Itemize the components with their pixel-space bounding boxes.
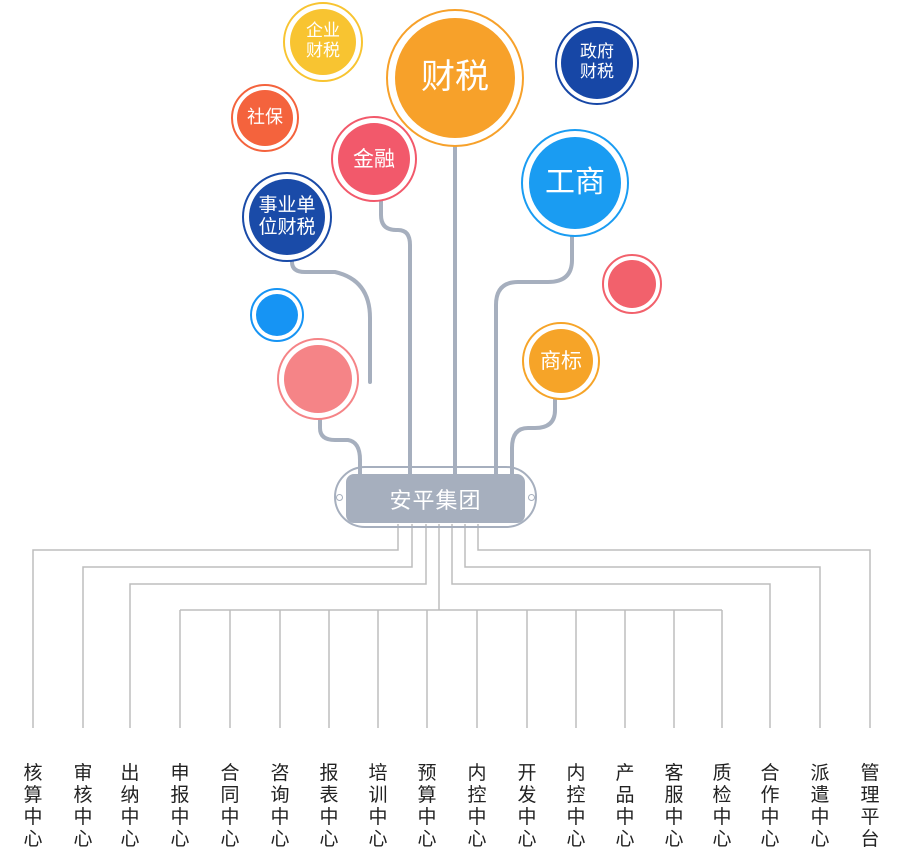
department-label[interactable]: 内控中心	[467, 762, 487, 850]
department-label[interactable]: 内控中心	[566, 762, 586, 850]
bubble-shebao[interactable]	[237, 90, 293, 146]
bubble-blank-red[interactable]	[608, 260, 656, 308]
department-label[interactable]: 申报中心	[170, 762, 190, 850]
hub-label: 安平集团	[389, 488, 482, 514]
bubble-label-zhengfu: 政府 财税	[580, 42, 614, 82]
bubble-label-jinrong: 金融	[353, 146, 395, 171]
hub-node[interactable]: 安平集团	[346, 474, 525, 523]
department-label[interactable]: 合同中心	[220, 762, 240, 850]
connector-shangbiao	[510, 393, 557, 476]
department-label[interactable]: 培训中心	[368, 762, 388, 850]
connector-blank-pink	[318, 410, 362, 476]
bubble-gongshang[interactable]	[529, 137, 621, 229]
bubble-zhengfu[interactable]	[561, 27, 633, 99]
department-label[interactable]: 咨询中心	[270, 762, 290, 850]
department-label[interactable]: 审核中心	[73, 762, 93, 850]
bubble-label-qiye: 企业 财税	[306, 21, 340, 61]
tree-branch-guanli	[477, 524, 871, 728]
hub-outline	[334, 466, 537, 528]
connector-shiye	[290, 256, 372, 384]
department-label[interactable]: 开发中心	[517, 762, 537, 850]
bubble-label-shiye: 事业单 位财税	[258, 194, 316, 238]
bubble-label-gongshang: 工商	[545, 164, 605, 200]
tree-branch-hesuan	[32, 524, 399, 728]
department-label[interactable]: 预算中心	[417, 762, 437, 850]
bubble-qiye[interactable]	[290, 9, 356, 75]
topic-bubbles	[231, 2, 662, 420]
department-label[interactable]: 质检中心	[712, 762, 732, 850]
bubble-shiye[interactable]	[249, 179, 325, 255]
bubble-label-shangbiao: 商标	[540, 348, 582, 373]
connector-jinrong	[379, 198, 412, 476]
department-label[interactable]: 产品中心	[615, 762, 635, 850]
hub-right-dot	[528, 494, 535, 501]
department-label[interactable]: 核算中心	[23, 762, 43, 850]
bubble-jinrong[interactable]	[338, 123, 410, 195]
department-label[interactable]: 派遣中心	[810, 762, 830, 850]
bubble-label-shebao: 社保	[247, 106, 283, 128]
tree-branch-hezuo	[451, 524, 771, 728]
hub-left-dot	[336, 494, 343, 501]
bubble-blank-pink[interactable]	[284, 345, 352, 413]
tree-branch-paiqian	[464, 524, 821, 728]
department-label[interactable]: 客服中心	[664, 762, 684, 850]
bubble-blank-blue[interactable]	[256, 294, 298, 336]
department-label[interactable]: 出纳中心	[120, 762, 140, 850]
connector-gongshang	[494, 228, 574, 476]
department-label[interactable]: 管理平台	[860, 762, 880, 850]
bubble-shangbiao[interactable]	[529, 329, 593, 393]
department-label[interactable]: 合作中心	[760, 762, 780, 850]
department-tree	[32, 524, 871, 728]
department-label[interactable]: 报表中心	[319, 762, 339, 850]
bubble-connectors	[290, 123, 574, 476]
bubble-label-caishui: 财税	[421, 57, 489, 98]
tree-branch-chuna	[129, 524, 427, 728]
tree-branch-shenhe	[82, 524, 413, 728]
bubble-caishui[interactable]	[395, 18, 515, 138]
